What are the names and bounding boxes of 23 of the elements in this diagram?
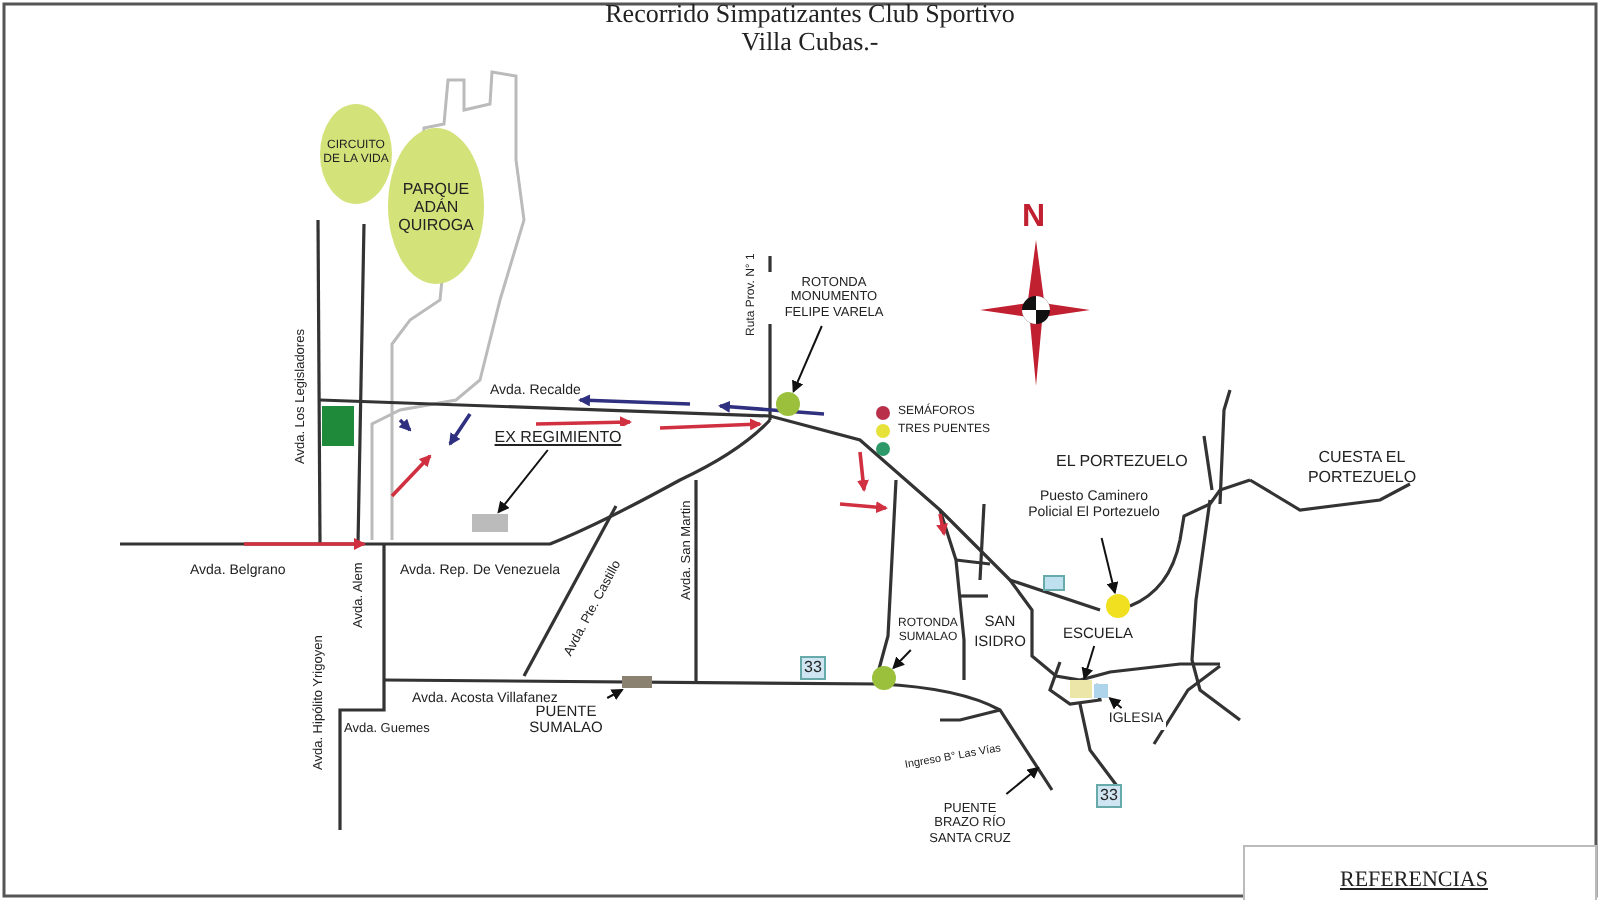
roundabout-marker <box>776 392 800 416</box>
leader-line <box>1108 697 1123 710</box>
leader-line <box>497 449 549 514</box>
checkpoint-marker <box>1106 594 1130 618</box>
school-marker <box>1070 680 1092 698</box>
map-title: Recorrido Simpatizantes Club Sportivo Villa Cubas.- <box>603 0 1017 56</box>
roundabout-marker <box>872 666 896 690</box>
references-heading: REFERENCIAS <box>1340 868 1488 894</box>
place-label: EL PORTEZUELO <box>1056 452 1188 472</box>
leader-line <box>1100 537 1119 595</box>
building-block <box>472 514 508 532</box>
bridge-marker <box>622 676 652 688</box>
leader-line <box>1081 645 1096 680</box>
leader-line <box>606 689 624 701</box>
leader-line <box>892 649 912 670</box>
church-marker <box>1094 684 1108 698</box>
leader-line <box>1005 766 1040 795</box>
route-shield: 33 <box>1096 784 1122 808</box>
park-ellipse: PARQUE ADÁN QUIROGA <box>388 128 484 284</box>
leader-line <box>792 325 823 394</box>
compass-north-letter: N <box>1022 200 1046 236</box>
route-shield: 33 <box>800 656 826 680</box>
place-label: CUESTA EL PORTEZUELO <box>1305 448 1419 488</box>
